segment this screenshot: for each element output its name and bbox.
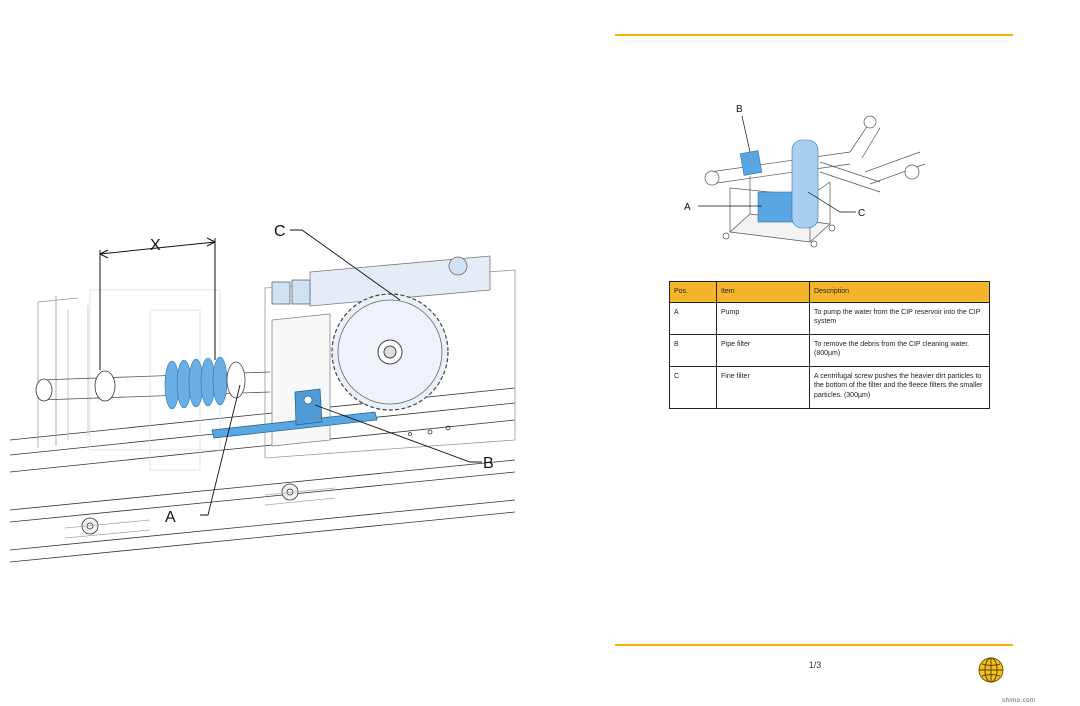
cell-pos: A [669, 302, 717, 335]
cell-description: A centrifugal screw pushes the heavier d… [809, 366, 990, 409]
label-c: C [274, 223, 286, 240]
cip-unit-drawing: B A C [684, 104, 926, 248]
label-b: B [483, 455, 494, 472]
header-description: Description [809, 281, 990, 303]
small-label-c: C [858, 208, 865, 219]
cell-item: Pipe filter [716, 334, 810, 367]
footer-rule [615, 644, 1013, 646]
pipe-filter-highlight [739, 150, 763, 176]
table-header-row: Pos. Item Description [669, 281, 990, 303]
parts-table: Pos. Item Description A Pump To pump the… [669, 281, 990, 409]
corner-watermark-text: shimo.com [1002, 698, 1036, 704]
table-row: A Pump To pump the water from the CIP re… [669, 302, 990, 335]
page-number: 1/3 [808, 660, 822, 670]
lever-highlight [211, 388, 378, 439]
pump-highlight [757, 191, 795, 223]
table-row: C Fine filter A centrifugal screw pushes… [669, 366, 990, 409]
cell-pos: B [669, 334, 717, 367]
table-row: B Pipe filter To remove the debris from … [669, 334, 990, 367]
header-rule [615, 34, 1013, 36]
fine-filter-highlight [791, 139, 819, 229]
mechanism-drawing: X C A B [10, 223, 516, 563]
header-pos: Pos. [669, 281, 717, 303]
header-item: Item [716, 281, 810, 303]
label-a: A [165, 509, 176, 526]
small-label-a: A [684, 202, 691, 213]
spring-highlight [164, 356, 228, 410]
cell-pos: C [669, 366, 717, 409]
cell-description: To remove the debris from the CIP cleani… [809, 334, 990, 367]
label-x: X [150, 237, 161, 254]
small-label-b: B [736, 104, 743, 115]
cell-item: Fine filter [716, 366, 810, 409]
gear-wheel [331, 293, 449, 411]
cell-description: To pump the water from the CIP reservoir… [809, 302, 990, 335]
globe-logo-icon [978, 657, 1004, 683]
cell-item: Pump [716, 302, 810, 335]
